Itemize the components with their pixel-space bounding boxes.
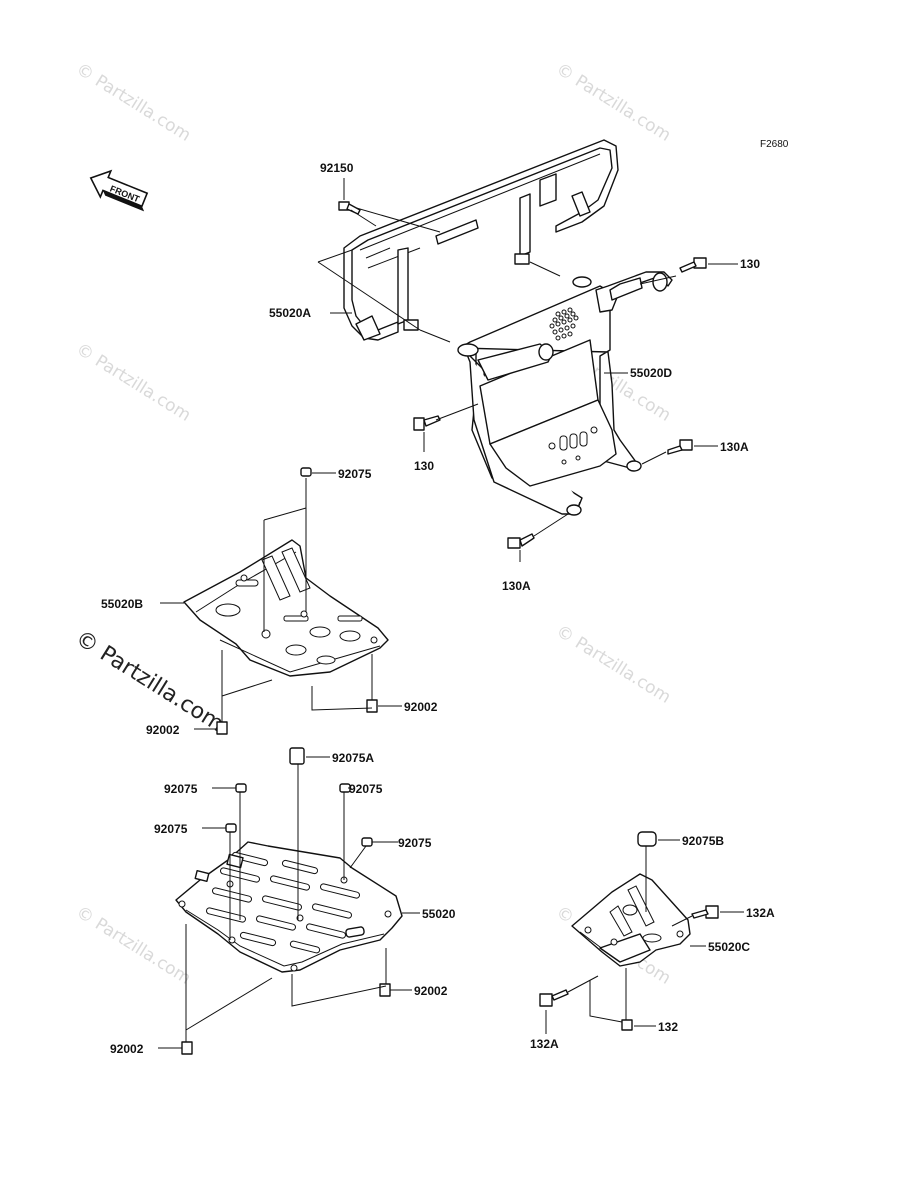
- frame-55020D: [457, 271, 673, 516]
- label-92075-top[interactable]: 92075: [338, 467, 372, 481]
- collar-92075-top: [300, 467, 312, 477]
- label-92075-l2[interactable]: 92075: [154, 822, 188, 836]
- small-plate-55020C: [571, 873, 691, 967]
- fastener-bolt-130-left: [413, 415, 441, 431]
- skid-plate-55020: [175, 841, 403, 973]
- label-92002-b-right[interactable]: 92002: [404, 700, 438, 714]
- label-92150[interactable]: 92150: [320, 161, 354, 175]
- label-55020D[interactable]: 55020D: [630, 366, 672, 380]
- watermark: © Partzilla.com: [72, 902, 194, 988]
- fastener-bolt-130A-bottom: [507, 533, 535, 549]
- collar-92075-l1: [235, 783, 247, 793]
- label-130-left[interactable]: 130: [414, 459, 434, 473]
- leader-lines-top: [330, 178, 738, 562]
- watermark-dark: © Partzilla.com: [71, 626, 228, 737]
- leader-lines-small: [545, 839, 744, 1034]
- label-55020A[interactable]: 55020A: [269, 306, 311, 320]
- label-132A-left[interactable]: 132A: [530, 1037, 559, 1051]
- label-92002-b-left[interactable]: 92002: [146, 723, 180, 737]
- bolt-92002-b-left: [216, 721, 228, 735]
- front-arrow-icon: FRONT: [89, 169, 149, 212]
- bolt-132A-right: [691, 905, 719, 919]
- leader-lines-b: [160, 472, 402, 730]
- part-labels: 92150 55020A 130 55020D 130 130A 130A 92…: [101, 161, 775, 1056]
- collar-92075-l2: [225, 823, 237, 833]
- bolt-92002-b-right: [366, 699, 378, 713]
- label-55020[interactable]: 55020: [422, 907, 456, 921]
- front-guard-55020A: [317, 139, 619, 343]
- label-130A-right[interactable]: 130A: [720, 440, 749, 454]
- skid-plate-55020B: [183, 539, 389, 677]
- leader-lines-c: [158, 756, 420, 1049]
- fastener-bolt-92150: [338, 201, 361, 215]
- label-92075-l1[interactable]: 92075: [164, 782, 198, 796]
- fastener-bolt-130-right: [679, 257, 707, 273]
- label-132A-right[interactable]: 132A: [746, 906, 775, 920]
- label-92002-c-right[interactable]: 92002: [414, 984, 448, 998]
- plate-slots: [206, 851, 360, 954]
- label-92075B[interactable]: 92075B: [682, 834, 724, 848]
- label-55020B[interactable]: 55020B: [101, 597, 143, 611]
- bolt-92002-c-left: [181, 1041, 193, 1055]
- label-92075-r1[interactable]: 92075: [349, 782, 383, 796]
- bolt-132A-left: [539, 989, 569, 1007]
- watermark: © Partzilla.com: [72, 59, 194, 145]
- collar-92075A: [289, 747, 305, 765]
- label-55020C[interactable]: 55020C: [708, 940, 750, 954]
- label-130-right[interactable]: 130: [740, 257, 760, 271]
- label-92075A[interactable]: 92075A: [332, 751, 374, 765]
- bolt-132: [621, 1019, 633, 1031]
- label-130A-bottom[interactable]: 130A: [502, 579, 531, 593]
- collar-92075-r2: [361, 837, 373, 847]
- label-92075-r2[interactable]: 92075: [398, 836, 432, 850]
- diagram-code: F2680: [760, 139, 789, 150]
- label-132[interactable]: 132: [658, 1020, 678, 1034]
- watermark: © Partzilla.com: [72, 339, 194, 425]
- fastener-bolt-130A-right: [667, 439, 693, 455]
- collar-92075B: [637, 831, 657, 847]
- watermark: © Partzilla.com: [552, 621, 674, 707]
- label-92002-c-left[interactable]: 92002: [110, 1042, 144, 1056]
- mesh-grille: [549, 307, 579, 341]
- watermark: © Partzilla.com: [552, 59, 674, 145]
